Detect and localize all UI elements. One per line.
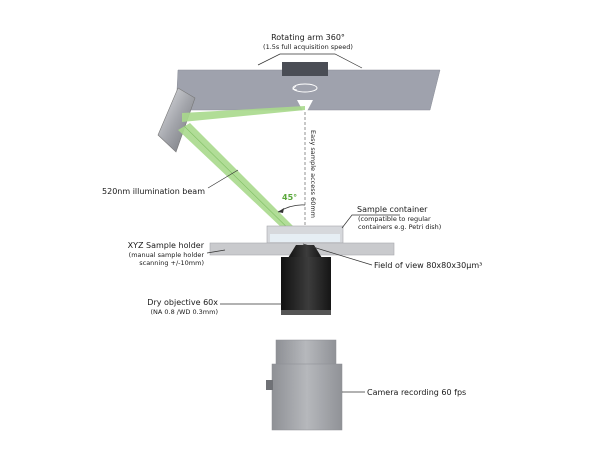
easy-access-label: Easy sample access 60mm xyxy=(309,130,317,218)
holder-label: XYZ Sample holder xyxy=(128,241,205,250)
objective-ring xyxy=(281,310,331,315)
leader-container xyxy=(341,214,400,229)
rotation-arrow-icon xyxy=(292,85,298,91)
leader-fov xyxy=(302,243,373,266)
fov-label: Field of view 80x80x30µm³ xyxy=(374,261,482,270)
rotation-symbol-icon xyxy=(292,83,318,93)
rotating-arm-sublabel: (1.5s full acquisition speed) xyxy=(263,43,353,51)
arm-motor-housing xyxy=(282,62,328,76)
beam-center-line xyxy=(183,125,306,246)
objective-sublabel: (NA 0.8 /WD 0.3mm) xyxy=(150,308,218,316)
container-liquid xyxy=(270,234,340,242)
objective-tip xyxy=(288,245,322,258)
camera-label: Camera recording 60 fps xyxy=(367,388,466,397)
rotating-arm-label: Rotating arm 360° xyxy=(271,33,345,42)
camera-body xyxy=(271,363,343,431)
illumination-beam-upper xyxy=(182,106,305,122)
mirror xyxy=(157,87,196,153)
camera-side-connector xyxy=(266,380,273,390)
leader-illumination xyxy=(207,169,239,189)
container-label: Sample container xyxy=(357,205,428,214)
angle-label: 45° xyxy=(282,193,297,202)
holder-sublabel-1: (manual sample holder xyxy=(129,251,205,259)
camera-adapter xyxy=(275,339,337,367)
angle-arrow-icon xyxy=(278,208,284,213)
holder-sublabel-2: scanning +/-10mm) xyxy=(139,259,204,267)
illumination-beam-lower xyxy=(178,123,310,245)
leader-holder xyxy=(206,249,226,254)
container-sublabel-2: containers e.g. Petri dish) xyxy=(358,223,441,231)
objective-label: Dry objective 60x xyxy=(147,298,218,307)
container-sublabel-1: (compatible to regular xyxy=(358,215,431,223)
illumination-label: 520nm illumination beam xyxy=(102,187,205,196)
objective-body xyxy=(281,257,331,313)
leader-rotating-arm xyxy=(257,53,363,69)
